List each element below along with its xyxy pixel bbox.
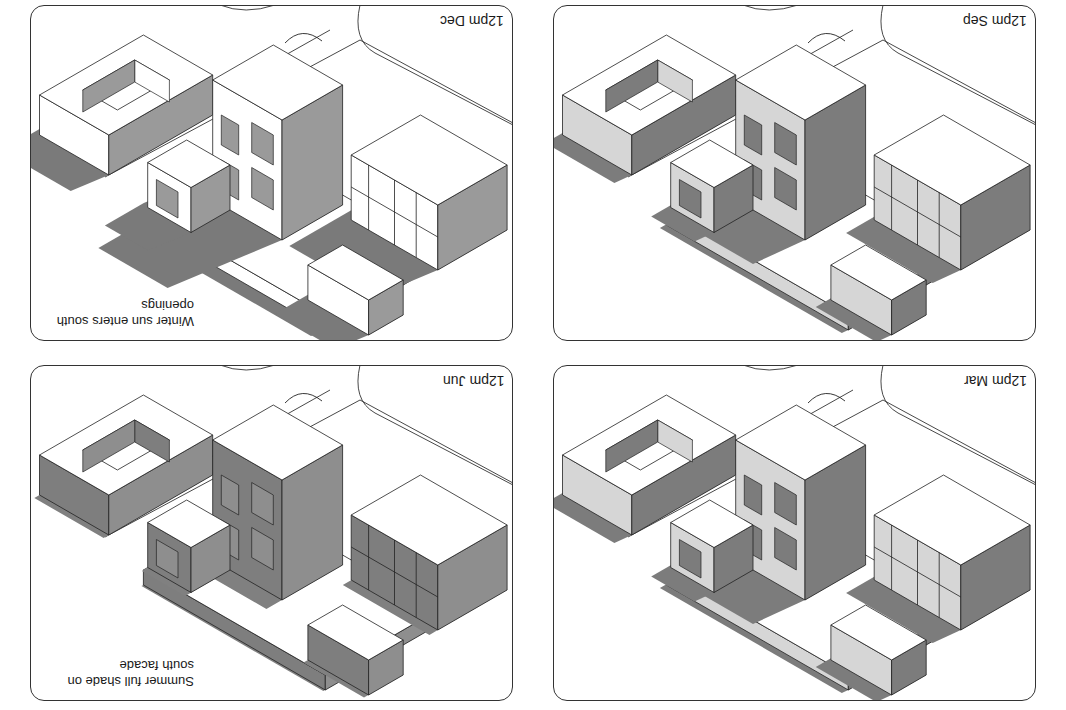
- facade-opening: [252, 123, 274, 166]
- annotation-note: Winter sun enters south openings: [51, 297, 197, 330]
- tower-block: [736, 45, 866, 120]
- window-grid: [351, 547, 438, 597]
- side-block: [563, 395, 736, 495]
- time-label: 12pm Dec: [440, 12, 504, 29]
- step-block: [831, 245, 926, 300]
- time-label: 12pm Mar: [964, 372, 1027, 389]
- facade-opening: [221, 475, 238, 515]
- massing-model: [553, 365, 1036, 701]
- low-block: [671, 500, 753, 548]
- facade-opening: [252, 483, 274, 526]
- gallery-block: [874, 475, 1030, 565]
- shadow-panel: 12pm JunSummer full shade on south facad…: [30, 365, 513, 701]
- side-block: [40, 35, 213, 135]
- site-road-line: [360, 40, 513, 123]
- facade-opening: [658, 60, 693, 102]
- site-road-line: [360, 400, 513, 483]
- facade-opening: [679, 180, 701, 219]
- shadow-panel: 12pm Sep: [553, 5, 1036, 341]
- facade-opening: [679, 540, 701, 579]
- low-block: [148, 140, 230, 188]
- low-block: [148, 500, 230, 548]
- side-block: [563, 35, 736, 135]
- facade-opening: [83, 420, 135, 472]
- tower-block: [213, 45, 343, 120]
- massing-model: [553, 5, 1036, 341]
- facade-opening: [775, 528, 797, 571]
- low-block: [671, 140, 753, 188]
- gallery-block: [351, 475, 507, 565]
- time-label: 12pm Sep: [963, 12, 1027, 29]
- site-road-line: [358, 365, 513, 485]
- time-label: 12pm Jun: [443, 372, 504, 389]
- step-block: [308, 245, 403, 300]
- facade-opening: [135, 60, 170, 102]
- facade-opening: [775, 123, 797, 166]
- gallery-block: [351, 115, 507, 205]
- tower-block: [736, 405, 866, 480]
- shadow-panel: 12pm Mar: [553, 365, 1036, 701]
- facade-opening: [658, 420, 693, 462]
- side-block: [40, 395, 213, 495]
- annotation-note: Summer full shade on south facade: [51, 657, 197, 690]
- step-block: [308, 605, 403, 660]
- massing-model: [30, 5, 513, 341]
- facade-opening: [252, 168, 274, 211]
- facade-opening: [606, 420, 658, 472]
- facade-opening: [744, 115, 761, 155]
- facade-opening: [156, 180, 178, 219]
- facade-opening: [156, 540, 178, 579]
- window-grid: [874, 547, 961, 597]
- tower-block: [213, 405, 343, 480]
- window-grid: [874, 187, 961, 237]
- facade-opening: [775, 168, 797, 211]
- site-road-line: [881, 365, 1036, 485]
- shadow-panel: 12pm DecWinter sun enters south openings: [30, 5, 513, 341]
- facade-opening: [221, 115, 238, 155]
- facade-opening: [744, 475, 761, 515]
- site-road-line: [358, 5, 513, 125]
- step-block: [831, 605, 926, 660]
- facade-opening: [135, 420, 170, 462]
- curved-canopy: [808, 393, 845, 403]
- curved-canopy: [285, 393, 322, 403]
- window-grid: [351, 187, 438, 237]
- facade-opening: [83, 60, 135, 112]
- massing-model: [30, 365, 513, 701]
- curved-canopy: [808, 33, 845, 43]
- site-road-line: [883, 400, 1036, 483]
- curved-canopy: [285, 33, 322, 43]
- facade-opening: [775, 483, 797, 526]
- facade-opening: [252, 528, 274, 571]
- site-road-line: [881, 5, 1036, 125]
- gallery-block: [874, 115, 1030, 205]
- site-road-line: [883, 40, 1036, 123]
- facade-opening: [606, 60, 658, 112]
